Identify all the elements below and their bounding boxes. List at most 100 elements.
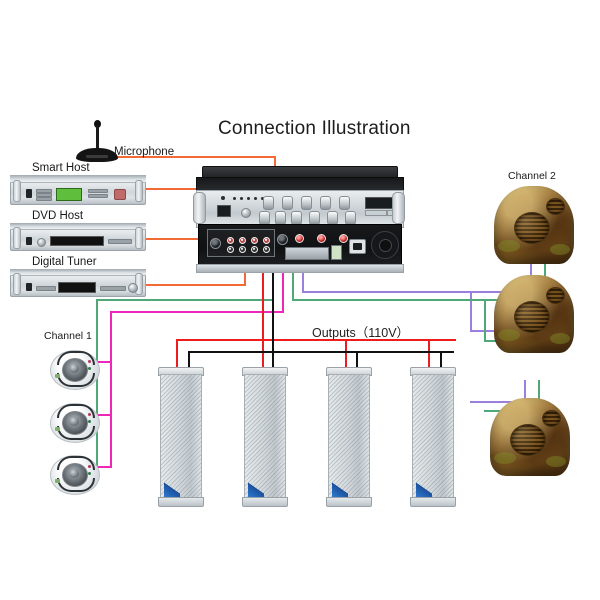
wire-ch2-green-rock3-stub (538, 380, 540, 411)
wire-ch2-green-main (292, 299, 546, 301)
rock-speaker-2 (494, 275, 574, 353)
amplifier-rca-in-4-r[interactable] (263, 246, 270, 253)
wire-column-red-drop-4 (428, 339, 430, 368)
amplifier-rca-in-3-r[interactable] (251, 246, 258, 253)
column-speaker-2-grille (244, 374, 286, 502)
smart-host-power-button (26, 189, 32, 198)
dvd-host-rack-ear-left (13, 227, 21, 249)
amplifier-terminal-cover (331, 245, 342, 260)
amplifier-channel-knob-5[interactable] (339, 196, 350, 210)
amplifier-usb-slot[interactable] (365, 210, 387, 216)
wire-column-black-drop-4 (440, 351, 442, 368)
wire-column-black-riser (272, 254, 274, 352)
amplifier-power-inlet-pins (353, 243, 362, 250)
amplifier-tone-knob-2[interactable] (275, 211, 286, 225)
digital-tuner-top-bezel (10, 269, 146, 277)
amplifier-tone-knob-3[interactable] (291, 211, 302, 225)
dvd-host-rack-ear-right (135, 227, 143, 249)
ceiling-speaker-3-chip (55, 479, 60, 483)
amplifier-output-post-2[interactable] (317, 234, 326, 243)
amplifier-level-led-4 (254, 197, 257, 200)
column-speaker-4 (410, 367, 456, 507)
amplifier-rca-in-3-l[interactable] (251, 237, 258, 244)
wire-ch2-purple-main (302, 291, 532, 293)
wire-ch1-magenta-down (110, 311, 112, 467)
rock-speaker-3-grille (510, 424, 546, 456)
column-speaker-1 (158, 367, 204, 507)
amplifier-output-post-3[interactable] (339, 234, 348, 243)
amplifier-rca-in-1-r[interactable] (227, 246, 234, 253)
dvd-host-label: DVD Host (32, 210, 84, 222)
ceiling-speaker-2-dome (69, 417, 79, 426)
dvd-host-knob (37, 238, 46, 247)
amplifier-tone-knob-4[interactable] (309, 211, 320, 225)
wire-digital-tuner-horizontal (144, 284, 246, 286)
rock-speaker-1-grille (514, 212, 550, 244)
wire-column-red-drop-1 (176, 339, 178, 368)
amplifier-rca-in-2-l[interactable] (239, 237, 246, 244)
amplifier-speaker-terminal-block[interactable] (285, 247, 329, 260)
amplifier-channel-knob-3[interactable] (301, 196, 312, 210)
mixer-amplifier (193, 166, 405, 284)
digital-tuner-preset-buttons (100, 286, 126, 291)
digital-tuner-rack-ear-left (13, 273, 21, 295)
wire-ch1-green-main (96, 299, 274, 301)
amplifier-channel-knob-2[interactable] (282, 196, 293, 210)
column-speaker-3 (326, 367, 372, 507)
ceiling-speaker-3-dome (69, 469, 79, 478)
amplifier-channel-knob-4[interactable] (320, 196, 331, 210)
amplifier-rca-in-2-r[interactable] (239, 246, 246, 253)
microphone (74, 120, 120, 162)
rock-speaker-3-moss-2 (546, 456, 566, 467)
amplifier-master-knob[interactable] (241, 208, 251, 218)
dvd-host-controls (108, 239, 132, 244)
microphone-label: Microphone (114, 146, 175, 158)
wire-microphone-horizontal (112, 156, 276, 158)
amplifier-level-led-1 (233, 197, 236, 200)
wire-ch1-magenta-riser (282, 272, 284, 312)
wire-ch2-purple-rock3-run (470, 401, 526, 403)
amplifier-handle-right (392, 192, 405, 224)
amplifier-power-switch[interactable] (217, 205, 231, 217)
amplifier-aux-jack[interactable] (277, 234, 288, 245)
ceiling-speaker-1 (50, 350, 100, 390)
ceiling-speaker-1-dome (69, 364, 79, 373)
amplifier-tone-knob-1[interactable] (259, 211, 270, 225)
smart-host-button-row-1 (88, 189, 108, 193)
amplifier-cooling-fan (371, 231, 399, 259)
wire-column-black-drop-2 (272, 351, 274, 368)
digital-tuner-power-button (26, 283, 32, 291)
ceiling-speaker-3 (50, 455, 100, 495)
wire-digital-tuner-vertical (244, 268, 246, 285)
amplifier-channel-knob-1[interactable] (263, 196, 274, 210)
wire-column-red-bus (176, 339, 456, 341)
rock-speaker-1-tweeter (546, 198, 565, 215)
rock-speaker-2-moss-2 (550, 333, 570, 344)
amplifier-rear-panel (198, 224, 402, 268)
amplifier-output-post-1[interactable] (295, 234, 304, 243)
ceiling-speaker-2-chip (55, 427, 60, 431)
ceiling-speaker-1-terminal-positive (88, 360, 91, 363)
column-speaker-4-foot (410, 497, 456, 507)
dvd-host-power-button (26, 237, 32, 245)
digital-tuner-label: Digital Tuner (32, 256, 97, 268)
dvd-host-top-bezel (10, 223, 146, 231)
amplifier-base (196, 264, 404, 273)
rock-speaker-1 (494, 186, 574, 264)
smart-host-label: Smart Host (32, 162, 90, 174)
ceiling-speaker-3-terminal-positive (88, 465, 91, 468)
amplifier-tone-knob-5[interactable] (327, 211, 338, 225)
channel-1-label: Channel 1 (44, 330, 92, 342)
amplifier-power-inlet[interactable] (349, 239, 366, 254)
amplifier-tone-knob-6[interactable] (345, 211, 356, 225)
amplifier-mic-jack[interactable] (210, 238, 221, 249)
smart-host-device (10, 175, 146, 205)
amplifier-level-led-5 (261, 197, 264, 200)
wire-ch1-green-down (96, 299, 98, 474)
amplifier-power-led (221, 196, 225, 200)
wire-ch2-purple-riser (302, 272, 304, 292)
amplifier-rca-in-4-l[interactable] (263, 237, 270, 244)
amplifier-rca-in-1-l[interactable] (227, 237, 234, 244)
ceiling-speaker-3-terminal-negative (88, 472, 91, 475)
